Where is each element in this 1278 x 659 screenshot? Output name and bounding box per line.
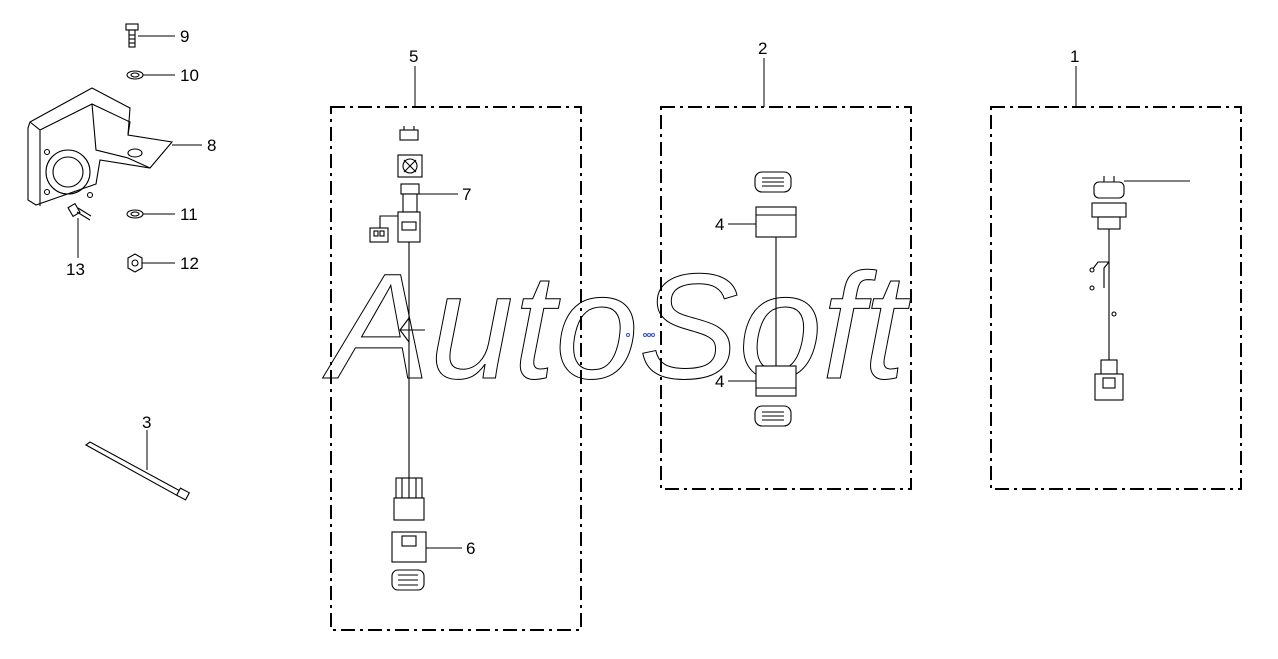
callout-4-upper: 4 <box>715 215 724 234</box>
callout-4-lower: 4 <box>715 372 724 391</box>
callout-1: 1 <box>1070 47 1079 66</box>
assembly-box-1 <box>990 106 1242 490</box>
cable-tie-part-3 <box>84 430 191 501</box>
harness-assembly-2 <box>728 171 797 427</box>
nut-part-12 <box>127 253 175 273</box>
callout-13: 13 <box>66 260 85 279</box>
callout-10: 10 <box>180 66 199 85</box>
watermark-text: AutoSoft <box>322 242 911 410</box>
callout-7: 7 <box>462 185 471 204</box>
marker-dot <box>647 333 651 337</box>
marker-dot <box>626 333 630 337</box>
callout-8: 8 <box>207 136 216 155</box>
assembly-box-5 <box>330 106 582 631</box>
callout-2: 2 <box>758 39 767 58</box>
callout-5: 5 <box>409 47 418 66</box>
callout-12: 12 <box>180 254 199 273</box>
harness-assembly-5 <box>369 126 462 591</box>
callout-11: 11 <box>180 205 198 224</box>
callout-3: 3 <box>142 413 151 432</box>
washer-part-10 <box>126 70 175 80</box>
marker-dot <box>643 333 647 337</box>
washer-part-11 <box>126 209 175 219</box>
marker-dot <box>651 333 655 337</box>
callout-6: 6 <box>466 539 475 558</box>
bolt-part-9 <box>125 23 175 48</box>
screw-part-13 <box>67 202 92 258</box>
bracket-part-8 <box>27 87 202 206</box>
harness-assembly-1 <box>1089 176 1190 401</box>
callout-9: 9 <box>180 27 189 46</box>
assembly-box-2 <box>660 106 912 490</box>
